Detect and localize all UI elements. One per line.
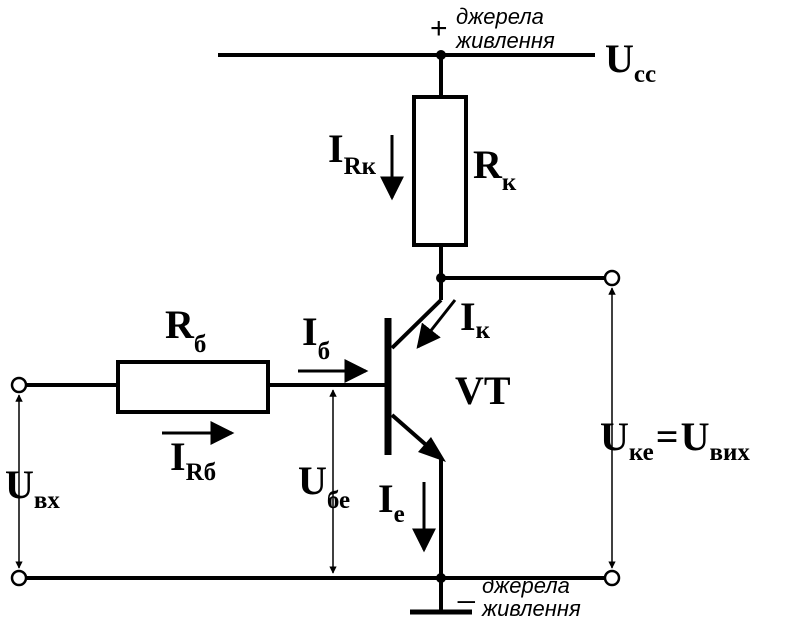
label-rb: Rб: [165, 302, 206, 358]
label-vt: VT: [455, 368, 511, 413]
wire-collector-diag: [390, 298, 443, 350]
junction-collector: [436, 273, 446, 283]
power-positive-line1: джерела: [456, 4, 544, 29]
junction-top: [436, 50, 446, 60]
power-negative-line1: джерела: [482, 573, 570, 598]
ik-arrow: [416, 299, 457, 349]
terminal-input-top: [10, 376, 28, 394]
label-irk: IRк: [328, 126, 377, 180]
label-uvx: Uвх: [5, 462, 60, 514]
label-ucc: Ucc: [605, 36, 656, 88]
terminal-output-top: [603, 269, 621, 287]
label-ik: Iк: [460, 294, 491, 344]
plus-sign: +: [430, 12, 448, 45]
power-positive-line2: живлення: [455, 28, 555, 53]
emitter-arrow-icon: [418, 437, 446, 462]
junction-ground: [436, 573, 446, 583]
label-ie: Iе: [378, 476, 405, 528]
label-ib: Iб: [302, 309, 330, 365]
resistor-rk: [412, 95, 468, 247]
minus-sign: _: [457, 571, 476, 604]
power-negative-line2: живлення: [481, 596, 581, 621]
label-rk: Rк: [473, 142, 517, 196]
terminal-input-bottom: [10, 569, 28, 587]
label-uke-equation: Uке=Uвих: [600, 414, 750, 466]
terminal-output-bottom: [603, 569, 621, 587]
resistor-rb: [116, 360, 270, 414]
label-ube: Uбе: [298, 458, 350, 514]
label-irb: IRб: [170, 434, 216, 486]
